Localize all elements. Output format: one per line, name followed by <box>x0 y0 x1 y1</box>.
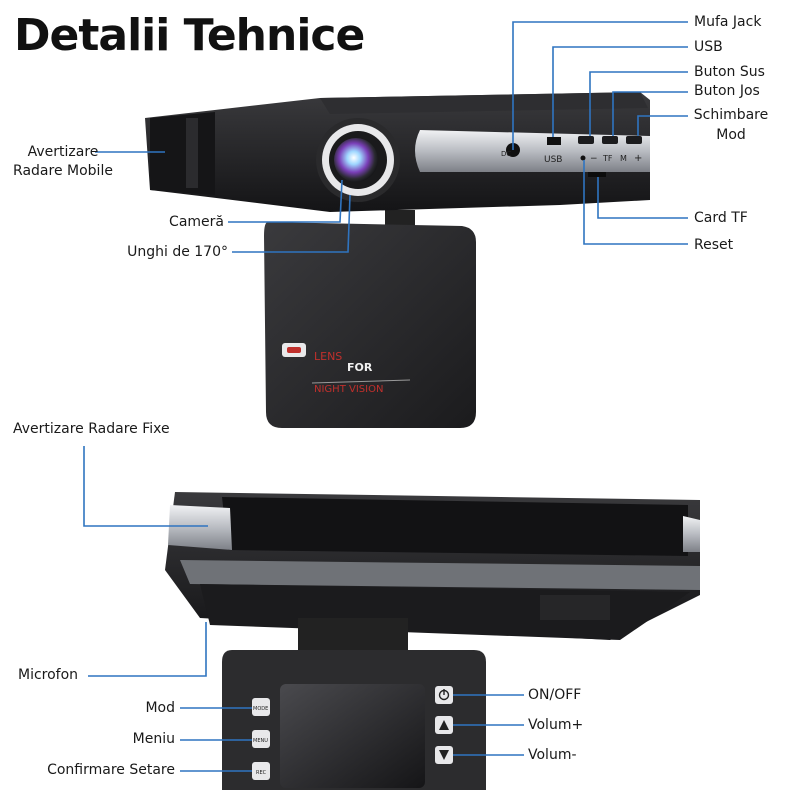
callout-line-schimbare-mod <box>637 115 688 136</box>
menu-button-label: MENU <box>253 738 268 744</box>
tf-port-label: TF <box>602 154 613 163</box>
plus-label: + <box>634 153 642 164</box>
label-schimbare-mod-1: Schimbare <box>693 107 769 123</box>
rec-button[interactable] <box>252 762 270 780</box>
label-volum-plus: Volum+ <box>528 717 584 733</box>
rec-button-label: REC <box>256 770 267 776</box>
minus-label: − <box>590 154 598 164</box>
label-reset: Reset <box>694 237 734 253</box>
speaker-grill <box>540 595 610 620</box>
label-camera: Cameră <box>169 214 224 230</box>
tf-slot <box>588 172 606 177</box>
top-device <box>145 92 650 428</box>
menu-button[interactable] <box>252 730 270 748</box>
label-buton-sus: Buton Sus <box>694 64 765 80</box>
callout-line-usb <box>552 46 688 137</box>
dc-label: DC <box>501 150 511 158</box>
label-meniu: Meniu <box>132 731 175 747</box>
top-screen-back <box>264 222 476 428</box>
button-down <box>602 136 618 144</box>
callout-line-mufa-jack <box>512 21 688 150</box>
bottom-device <box>165 492 700 790</box>
label-card-tf: Card TF <box>694 210 748 226</box>
callout-line-unghi <box>232 194 351 253</box>
lens-text-b: FOR <box>347 361 373 374</box>
label-confirmare: Confirmare Setare <box>47 762 175 778</box>
button-mode <box>626 136 642 144</box>
label-schimbare-mod-2: Mod <box>716 127 746 143</box>
callout-line-reset <box>583 160 688 245</box>
radar-sensor-front <box>150 112 215 195</box>
callout-line-microfon <box>88 622 207 677</box>
label-avertizare-mobile-1: Avertizare <box>27 144 99 160</box>
label-volum-minus: Volum- <box>528 747 577 763</box>
button-up <box>578 136 594 144</box>
callout-line-radare-fixe <box>83 446 208 527</box>
usb-port <box>547 137 561 145</box>
page-title: Detalii Tehnice <box>14 10 365 61</box>
triangle-down-icon <box>439 750 449 760</box>
callout-line-buton-jos <box>612 91 688 136</box>
callout-line-card-tf <box>597 177 688 219</box>
label-unghi: Unghi de 170° <box>127 244 228 260</box>
night-vision-text: NIGHT VISION <box>314 384 383 395</box>
mode-button[interactable] <box>252 698 270 716</box>
triangle-up-icon <box>439 720 449 730</box>
mode-button-label: MODE <box>253 706 268 712</box>
m-label: M <box>620 154 627 163</box>
label-mufa-jack: Mufa Jack <box>694 14 762 30</box>
camera-lens-icon <box>334 138 378 182</box>
label-avertizare-mobile-2: Radare Mobile <box>13 163 113 179</box>
label-usb: USB <box>694 39 723 55</box>
bottom-silver-panel <box>168 505 232 550</box>
lens-text-a: LENS <box>314 350 342 363</box>
usb-port-label: USB <box>544 155 562 165</box>
reset-hole <box>580 155 586 161</box>
night-vision-badge-icon <box>287 347 301 353</box>
label-buton-jos: Buton Jos <box>694 83 760 99</box>
label-mod: Mod <box>145 700 175 716</box>
callout-line-camera <box>228 179 343 223</box>
label-microfon: Microfon <box>18 667 79 683</box>
radar-window <box>222 497 688 556</box>
label-on-off: ON/OFF <box>528 687 582 703</box>
lcd-screen <box>280 684 425 788</box>
callout-lines <box>83 21 688 772</box>
callout-line-buton-sus <box>589 71 688 136</box>
label-avertizare-fixe: Avertizare Radare Fixe <box>13 421 170 437</box>
